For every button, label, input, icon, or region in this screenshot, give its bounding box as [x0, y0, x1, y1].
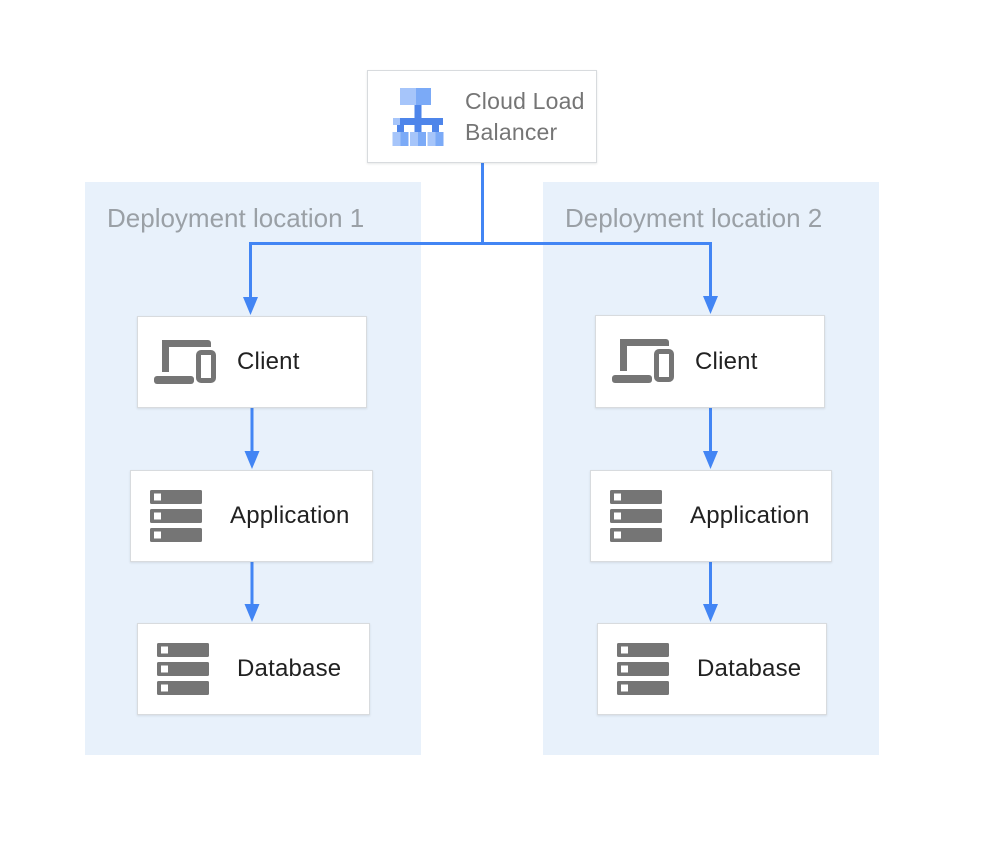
client-devices-icon: [154, 339, 216, 384]
node-label: Database: [697, 655, 802, 682]
node-cloud-load-balancer: Cloud Load Balancer: [367, 70, 597, 163]
node-database-2: Database: [597, 623, 827, 715]
cloud-load-balancer-icon: [392, 87, 444, 146]
server-stack-icon: [150, 490, 202, 542]
deployment-panel-1-label: Deployment location 1: [107, 203, 365, 233]
node-label: Client: [237, 348, 300, 375]
client-devices-icon: [612, 339, 674, 383]
server-stack-icon: [610, 490, 662, 542]
node-label: Cloud Load Balancer: [465, 88, 585, 145]
server-stack-icon: [157, 643, 209, 695]
node-label: Database: [237, 655, 342, 682]
node-label: Application: [690, 502, 810, 529]
node-label: Application: [230, 502, 350, 529]
node-database-1: Database: [137, 623, 370, 715]
node-application-1: Application: [130, 470, 373, 562]
server-stack-icon: [617, 643, 669, 695]
deployment-panel-2-label: Deployment location 2: [565, 203, 823, 233]
node-application-2: Application: [590, 470, 832, 562]
node-client-2: Client: [595, 315, 825, 408]
node-label: Client: [695, 347, 758, 375]
node-client-1: Client: [137, 316, 367, 408]
